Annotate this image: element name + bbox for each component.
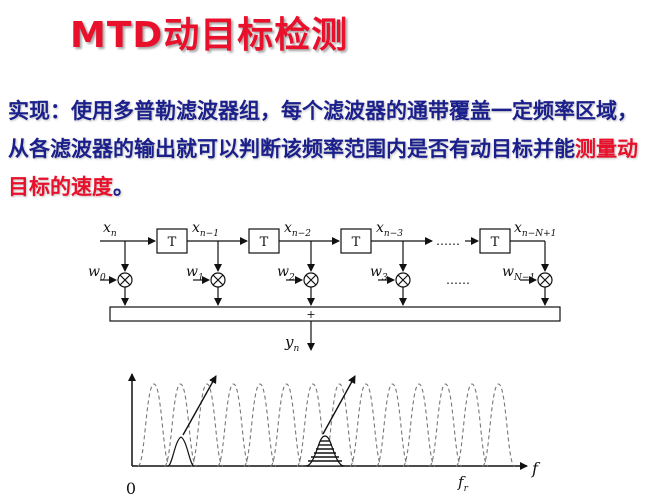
filter-response-7 <box>322 383 357 467</box>
delay-block-1 <box>156 228 188 254</box>
body-text-highlight: 测量动目标的速度 <box>8 137 638 199</box>
filter-response-2 <box>190 383 224 467</box>
weight-label-3: w3 <box>370 264 388 283</box>
delay-label-3: T <box>352 235 361 250</box>
delay-block-4 <box>479 228 511 254</box>
target-spectrum-hatch <box>308 440 342 462</box>
filter-response-13 <box>481 383 516 467</box>
weight-label-2: w2 <box>277 264 295 283</box>
ellipsis-weight: …… <box>446 273 470 287</box>
multiplier-n <box>537 272 553 288</box>
filter-response-5 <box>269 383 304 467</box>
delay-block-2 <box>248 228 280 254</box>
delay-label-1: T <box>168 235 177 250</box>
multiplier-2 <box>303 272 319 288</box>
delay-label-4: T <box>491 235 500 250</box>
sum-label: + <box>306 308 315 321</box>
filter-response-1 <box>163 383 198 467</box>
filter-response-12 <box>455 383 489 467</box>
slide-body-text: 实现：使用多普勒滤波器组，每个滤波器的通带覆盖一定频率区域，从各滤波器的输出就可… <box>8 92 638 206</box>
input-label-4: xn−N+1 <box>514 220 556 239</box>
x-axis-label: f <box>531 459 541 478</box>
input-label-0: xn <box>103 220 117 239</box>
multiplier-1 <box>210 272 226 288</box>
input-label-1: xn−1 <box>192 220 219 239</box>
weight-label-0: w0 <box>88 264 106 283</box>
spectrum-plot: 0 f fr <box>126 373 541 498</box>
weight-label-1: w1 <box>186 264 204 283</box>
filter-response-3 <box>216 383 251 467</box>
delay-label-2: T <box>260 235 269 250</box>
body-text-main: 实现：使用多普勒滤波器组，每个滤波器的通带覆盖一定频率区域，从各滤波器的输出就可… <box>8 99 638 161</box>
delay-block-3 <box>340 228 372 254</box>
origin-label: 0 <box>126 479 136 498</box>
filter-response-11 <box>428 383 463 467</box>
multiplier-0 <box>117 272 133 288</box>
output-label: yn <box>284 333 299 354</box>
summer-block <box>109 306 561 322</box>
ellipsis-delay: …… <box>436 234 460 248</box>
filter-response-9 <box>375 383 410 467</box>
filter-response-0 <box>137 383 171 467</box>
target-spectrum <box>305 435 345 467</box>
input-label-3: xn−3 <box>376 220 403 239</box>
fr-label: fr <box>457 473 469 494</box>
filter-response-10 <box>402 383 436 467</box>
multiplier-3 <box>395 272 411 288</box>
pointer-arrow-1 <box>182 375 217 436</box>
pointer-arrow-2 <box>322 375 356 435</box>
body-text-suffix: 。 <box>113 175 134 199</box>
weight-label-n: wN−1 <box>502 264 535 283</box>
filter-response-8 <box>349 383 383 467</box>
filter-response-4 <box>243 383 277 467</box>
slide-title: MTD动目标检测 <box>70 15 349 56</box>
clutter-spectrum <box>167 436 195 467</box>
input-label-2: xn−2 <box>284 220 311 239</box>
transversal-filter-diagram <box>100 228 561 351</box>
